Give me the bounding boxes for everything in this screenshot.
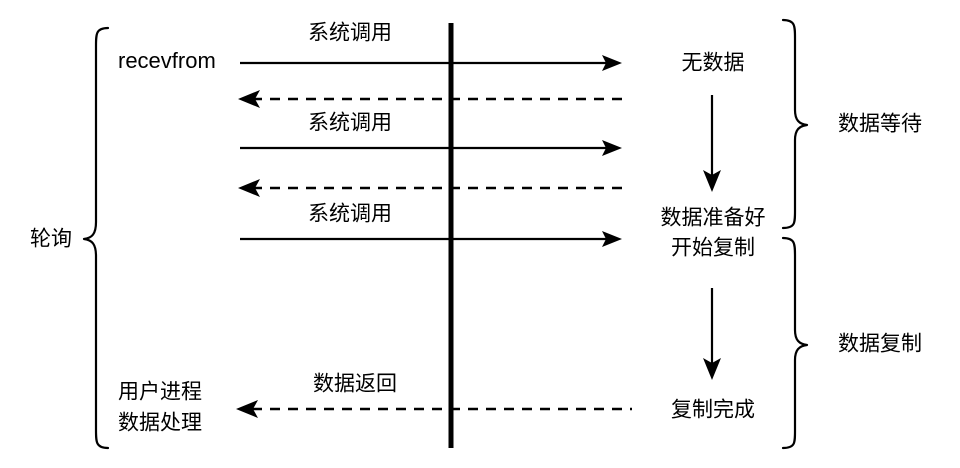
syscall-3-arrowhead [602, 231, 622, 247]
data-copy-label: 数据复制 [838, 333, 922, 356]
syscall-1-arrowhead [602, 55, 622, 71]
copy-progress-arrowhead [703, 358, 721, 380]
kernel-state-copy-done: 复制完成 [671, 399, 755, 422]
wait-progress-arrowhead [703, 170, 721, 192]
data-handling-label: 数据处理 [118, 412, 202, 435]
kernel-state-no-data: 无数据 [682, 52, 745, 75]
kernel-state-copy-start: 开始复制 [671, 237, 755, 260]
syscall-2-arrowhead [602, 140, 622, 156]
syscall-2-label: 系统调用 [308, 112, 392, 135]
kernel-state-data-ready: 数据准备好 [661, 207, 766, 230]
return-2-arrowhead [238, 179, 260, 197]
syscall-1-label: 系统调用 [308, 22, 392, 45]
data-return-arrowhead [236, 400, 258, 418]
polling-brace [82, 26, 110, 450]
polling-brace-label: 轮询 [30, 228, 72, 251]
recevfrom-label: recevfrom [118, 48, 216, 73]
data-copy-brace [781, 236, 809, 450]
syscall-3-label: 系统调用 [308, 203, 392, 226]
return-1-arrowhead [238, 90, 260, 108]
data-wait-label: 数据等待 [838, 113, 922, 136]
data-wait-brace [781, 18, 809, 230]
user-process-label: 用户进程 [118, 381, 202, 404]
data-return-label: 数据返回 [313, 373, 397, 396]
